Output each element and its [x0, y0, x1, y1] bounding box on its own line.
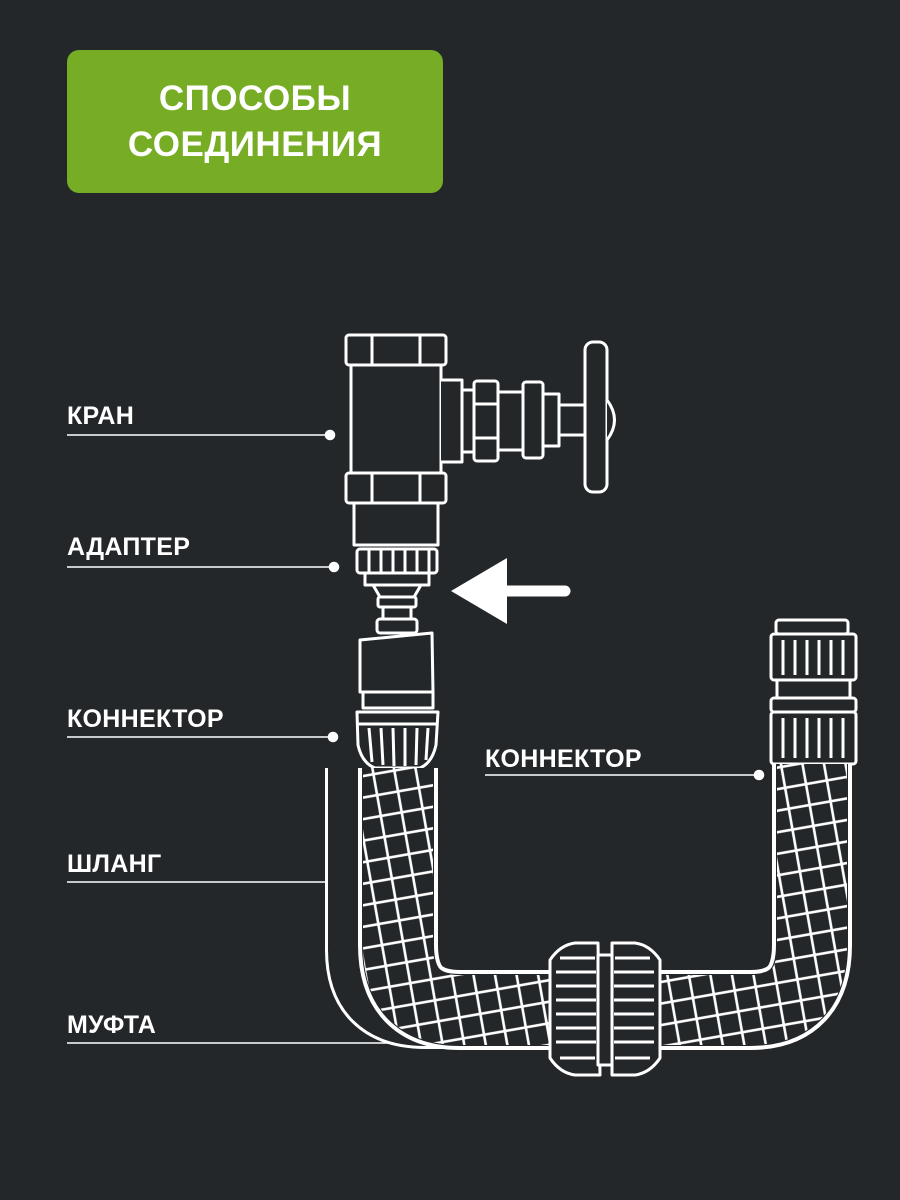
leader-valve-dot	[324, 429, 336, 441]
left-connector-icon	[355, 631, 440, 770]
adapter-icon	[355, 547, 439, 635]
valve-icon	[344, 333, 616, 547]
label-connector-right: КОННЕКТОР	[485, 745, 642, 773]
leader-adapter-dot	[328, 561, 340, 573]
hose-icon	[325, 764, 852, 1050]
label-connector-left: КОННЕКТОР	[67, 705, 224, 733]
title-badge: СПОСОБЫ СОЕДИНЕНИЯ	[67, 50, 443, 193]
label-hose: ШЛАНГ	[67, 850, 162, 878]
leader-connector-right-dot	[753, 769, 765, 781]
leader-connector-left-dot	[327, 731, 339, 743]
left-arrow-icon	[451, 558, 571, 624]
label-coupling: МУФТА	[67, 1011, 157, 1039]
title-line-1: СПОСОБЫ	[158, 78, 352, 118]
label-adapter: АДАПТЕР	[67, 533, 191, 561]
label-valve: КРАН	[67, 402, 135, 430]
title-line-2: СОЕДИНЕНИЯ	[127, 124, 383, 164]
coupling-icon	[548, 941, 662, 1077]
right-connector-icon	[769, 618, 858, 766]
